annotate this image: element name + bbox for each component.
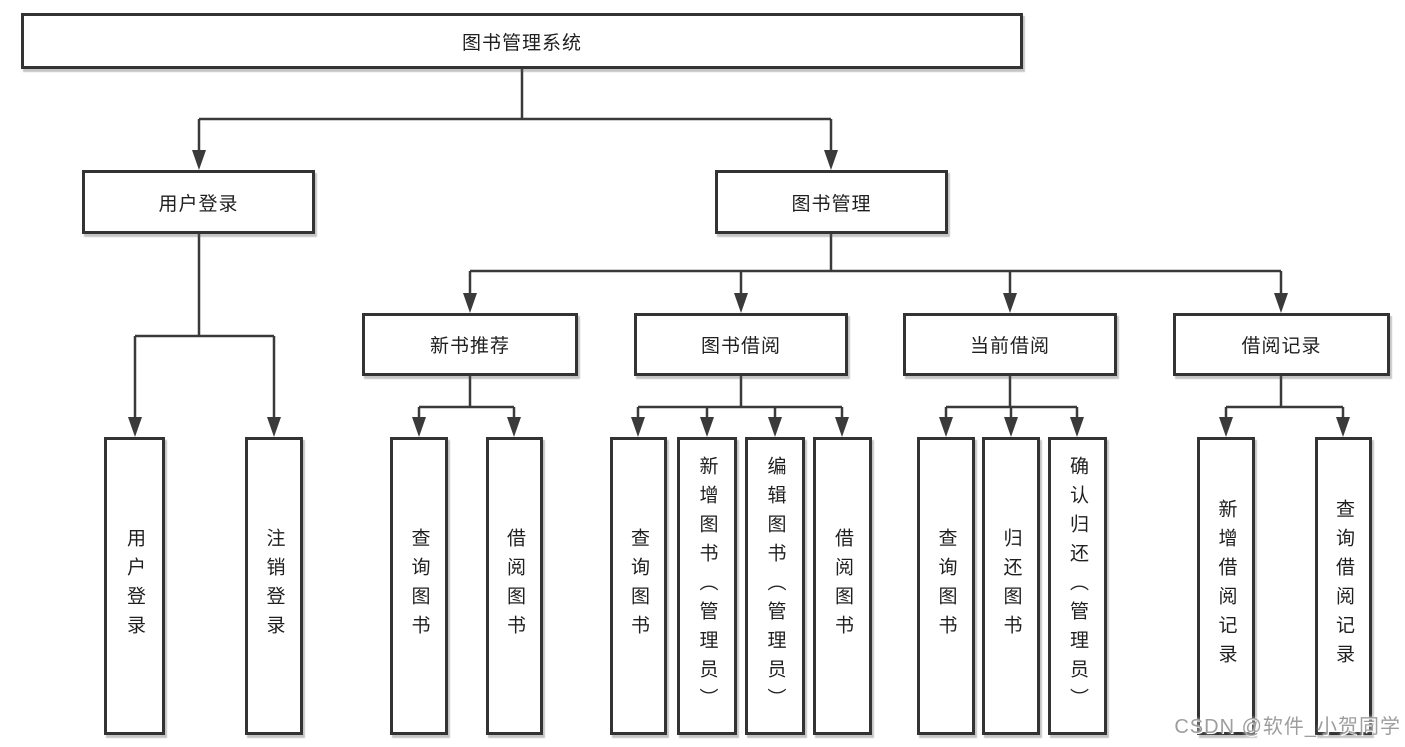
- leaf-newbooks-query: 查询图书: [390, 437, 448, 735]
- arrowheads: [128, 150, 1350, 437]
- node-root-label: 图书管理系统: [461, 32, 582, 54]
- node-root-system: 图书管理系统: [21, 13, 1023, 69]
- leaf-borrow-book-label: 借阅图书: [832, 528, 853, 644]
- leaf-records-add-label: 新增借阅记录: [1215, 499, 1237, 673]
- leaf-newbooks-borrow-label: 借阅图书: [504, 528, 525, 644]
- leaf-borrow-add-admin: 新增图书（管理员）: [677, 437, 737, 735]
- leaf-borrow-edit-admin: 编辑图书（管理员）: [745, 437, 805, 735]
- leaf-records-query-label: 查询借阅记录: [1333, 499, 1354, 673]
- leaf-newbooks-query-label: 查询图书: [408, 528, 430, 644]
- leaf-borrow-edit-admin-label: 编辑图书（管理员）: [764, 455, 786, 717]
- node-book-management-label: 图书管理: [791, 193, 872, 215]
- leaf-current-query: 查询图书: [917, 437, 975, 735]
- node-borrow-records: 借阅记录: [1173, 313, 1390, 376]
- node-current-borrow: 当前借阅: [903, 313, 1117, 376]
- leaf-borrow-add-admin-label: 新增图书（管理员）: [696, 455, 718, 717]
- node-book-borrow-label: 图书借阅: [700, 336, 781, 357]
- node-borrow-records-label: 借阅记录: [1241, 336, 1322, 357]
- leaf-current-return: 归还图书: [982, 437, 1040, 735]
- node-book-borrow: 图书借阅: [634, 313, 848, 376]
- leaf-borrow-query-label: 查询图书: [628, 528, 649, 644]
- leaf-records-add: 新增借阅记录: [1197, 437, 1255, 735]
- watermark-text: CSDN @软件_小贺同学: [1174, 716, 1401, 738]
- node-new-book-recommend-label: 新书推荐: [429, 336, 510, 357]
- node-book-management: 图书管理: [715, 170, 948, 234]
- leaf-newbooks-borrow: 借阅图书: [486, 437, 543, 735]
- node-user-login-label: 用户登录: [158, 193, 239, 215]
- node-new-book-recommend: 新书推荐: [362, 313, 578, 376]
- leaf-current-return-label: 归还图书: [1000, 528, 1022, 644]
- leaf-user-login-label: 用户登录: [124, 528, 145, 644]
- leaf-borrow-query: 查询图书: [610, 437, 667, 735]
- leaf-current-confirm-admin: 确认归还（管理员）: [1048, 437, 1107, 735]
- leaf-current-confirm-admin-label: 确认归还（管理员）: [1067, 455, 1088, 717]
- leaf-logout-label: 注销登录: [263, 528, 285, 644]
- leaf-borrow-book: 借阅图书: [813, 437, 872, 735]
- node-user-login: 用户登录: [82, 170, 315, 234]
- leaf-current-query-label: 查询图书: [935, 528, 957, 644]
- node-current-borrow-label: 当前借阅: [969, 336, 1050, 357]
- leaf-records-query: 查询借阅记录: [1315, 437, 1372, 735]
- leaf-user-login: 用户登录: [104, 437, 165, 735]
- leaf-logout: 注销登录: [245, 437, 303, 735]
